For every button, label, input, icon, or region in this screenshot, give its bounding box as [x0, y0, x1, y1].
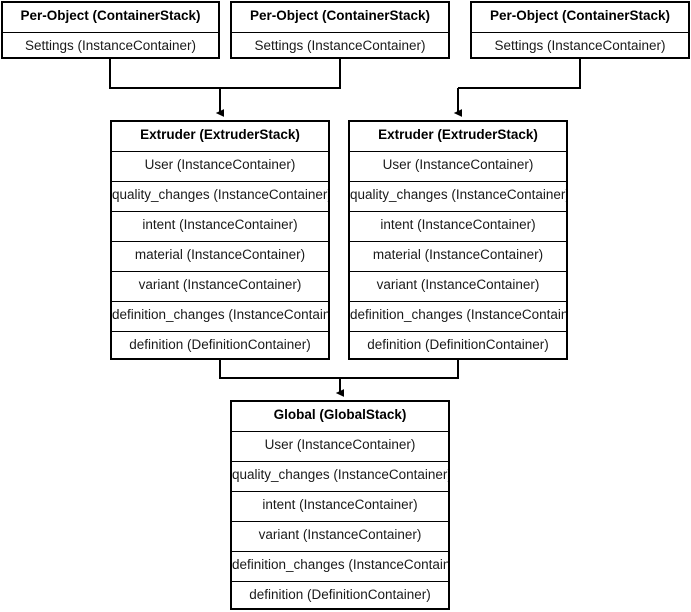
- node-row-definition-changes: definition_changes (InstanceContainer): [350, 302, 566, 332]
- node-header: Per-Object (ContainerStack): [3, 3, 218, 33]
- node-extruder-1[interactable]: Extruder (ExtruderStack) User (InstanceC…: [110, 120, 330, 360]
- node-row-definition-changes: definition_changes (InstanceContainer): [232, 552, 448, 582]
- connector-per-object-2-to-extruder-1: [220, 59, 341, 89]
- node-header: Extruder (ExtruderStack): [112, 122, 328, 152]
- node-row-variant: variant (InstanceContainer): [350, 272, 566, 302]
- node-row-quality-changes: quality_changes (InstanceContainer): [112, 182, 328, 212]
- node-row-quality-changes: quality_changes (InstanceContainer): [350, 182, 566, 212]
- node-header: Per-Object (ContainerStack): [232, 3, 448, 33]
- node-row-settings: Settings (InstanceContainer): [24, 38, 197, 53]
- node-row-variant: variant (InstanceContainer): [232, 522, 448, 552]
- node-per-object-1[interactable]: Per-Object (ContainerStack) Settings (In…: [1, 1, 220, 59]
- node-row-definition: definition (DefinitionContainer): [129, 337, 311, 352]
- node-row-quality-changes: quality_changes (InstanceContainer): [232, 462, 448, 492]
- connector-per-object-1-to-extruder-1: [109, 59, 220, 89]
- connector-extruder-2-to-global: [340, 360, 459, 379]
- node-row-settings: Settings (InstanceContainer): [254, 38, 426, 53]
- node-row-intent: intent (InstanceContainer): [112, 212, 328, 242]
- node-row-intent: intent (InstanceContainer): [232, 492, 448, 522]
- node-per-object-2[interactable]: Per-Object (ContainerStack) Settings (In…: [230, 1, 450, 59]
- node-row-settings: Settings (InstanceContainer): [494, 38, 666, 53]
- node-global-stack[interactable]: Global (GlobalStack) User (InstanceConta…: [230, 400, 450, 610]
- node-row-material: material (InstanceContainer): [350, 242, 566, 272]
- node-row-intent: intent (InstanceContainer): [350, 212, 566, 242]
- node-row-user: User (InstanceContainer): [232, 432, 448, 462]
- node-row-definition: definition (DefinitionContainer): [249, 587, 431, 602]
- node-row-variant: variant (InstanceContainer): [112, 272, 328, 302]
- node-header: Per-Object (ContainerStack): [472, 3, 688, 33]
- node-row-user: User (InstanceContainer): [350, 152, 566, 182]
- node-extruder-2[interactable]: Extruder (ExtruderStack) User (InstanceC…: [348, 120, 568, 360]
- connector-per-object-3-to-extruder-2: [458, 59, 581, 89]
- connector-extruder-1-to-global: [219, 360, 340, 379]
- node-row-definition-changes: definition_changes (InstanceContainer): [112, 302, 328, 332]
- node-header: Global (GlobalStack): [232, 402, 448, 432]
- node-header: Extruder (ExtruderStack): [350, 122, 566, 152]
- node-row-definition: definition (DefinitionContainer): [367, 337, 549, 352]
- node-per-object-3[interactable]: Per-Object (ContainerStack) Settings (In…: [470, 1, 690, 59]
- node-row-material: material (InstanceContainer): [112, 242, 328, 272]
- node-row-user: User (InstanceContainer): [112, 152, 328, 182]
